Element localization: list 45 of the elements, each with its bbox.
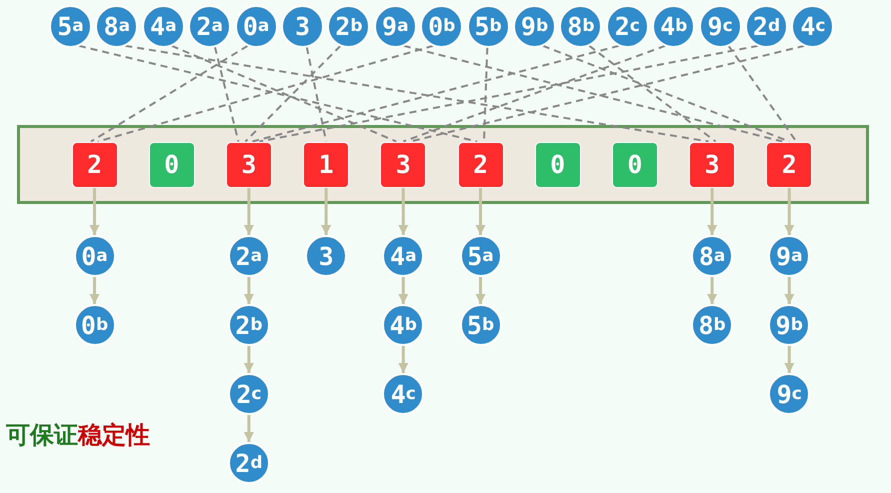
- arrow: [244, 415, 254, 442]
- dashed-line: [214, 46, 240, 142]
- arrow: [90, 188, 100, 235]
- count-tile: 0: [534, 142, 581, 188]
- dashed-line: [259, 44, 758, 142]
- dashed-line: [542, 44, 790, 142]
- dashed-line: [306, 46, 328, 142]
- dashed-line: [125, 44, 709, 142]
- count-tile: 2: [766, 142, 812, 188]
- dashed-line: [588, 45, 716, 142]
- count-tile: 2: [72, 142, 118, 188]
- dashed-line: [171, 44, 397, 142]
- arrow: [784, 346, 794, 373]
- arrow: [398, 277, 408, 304]
- arrow: [784, 277, 794, 304]
- arrow: [398, 188, 408, 235]
- arrow: [476, 188, 486, 235]
- count-tile: 1: [303, 142, 350, 188]
- arrow: [476, 277, 486, 304]
- arrow: [707, 277, 718, 304]
- count-tile: 0: [148, 142, 195, 188]
- arrow: [398, 346, 408, 373]
- count-tile: 2: [458, 142, 504, 188]
- note-text: 可保证稳定性: [6, 421, 150, 450]
- arrow: [707, 188, 718, 235]
- arrow: [244, 346, 254, 373]
- dashed-line: [90, 44, 248, 142]
- number-circle: 3: [281, 4, 324, 48]
- dashed-line: [244, 45, 342, 142]
- arrow: [321, 188, 332, 235]
- number-circle: 3: [305, 235, 348, 277]
- array-panel: [17, 125, 869, 204]
- arrow: [90, 277, 100, 304]
- dashed-line: [252, 44, 620, 142]
- arrow: [244, 277, 254, 304]
- count-tile: 0: [612, 142, 658, 188]
- count-tile: 3: [689, 142, 736, 188]
- dashed-line: [98, 44, 434, 142]
- dashed-line: [728, 45, 798, 142]
- arrow: [244, 188, 254, 235]
- dashed-line: [402, 44, 666, 142]
- count-tile: 3: [226, 142, 272, 188]
- dashed-line: [78, 44, 478, 142]
- arrow: [784, 188, 794, 235]
- count-tile: 3: [380, 142, 426, 188]
